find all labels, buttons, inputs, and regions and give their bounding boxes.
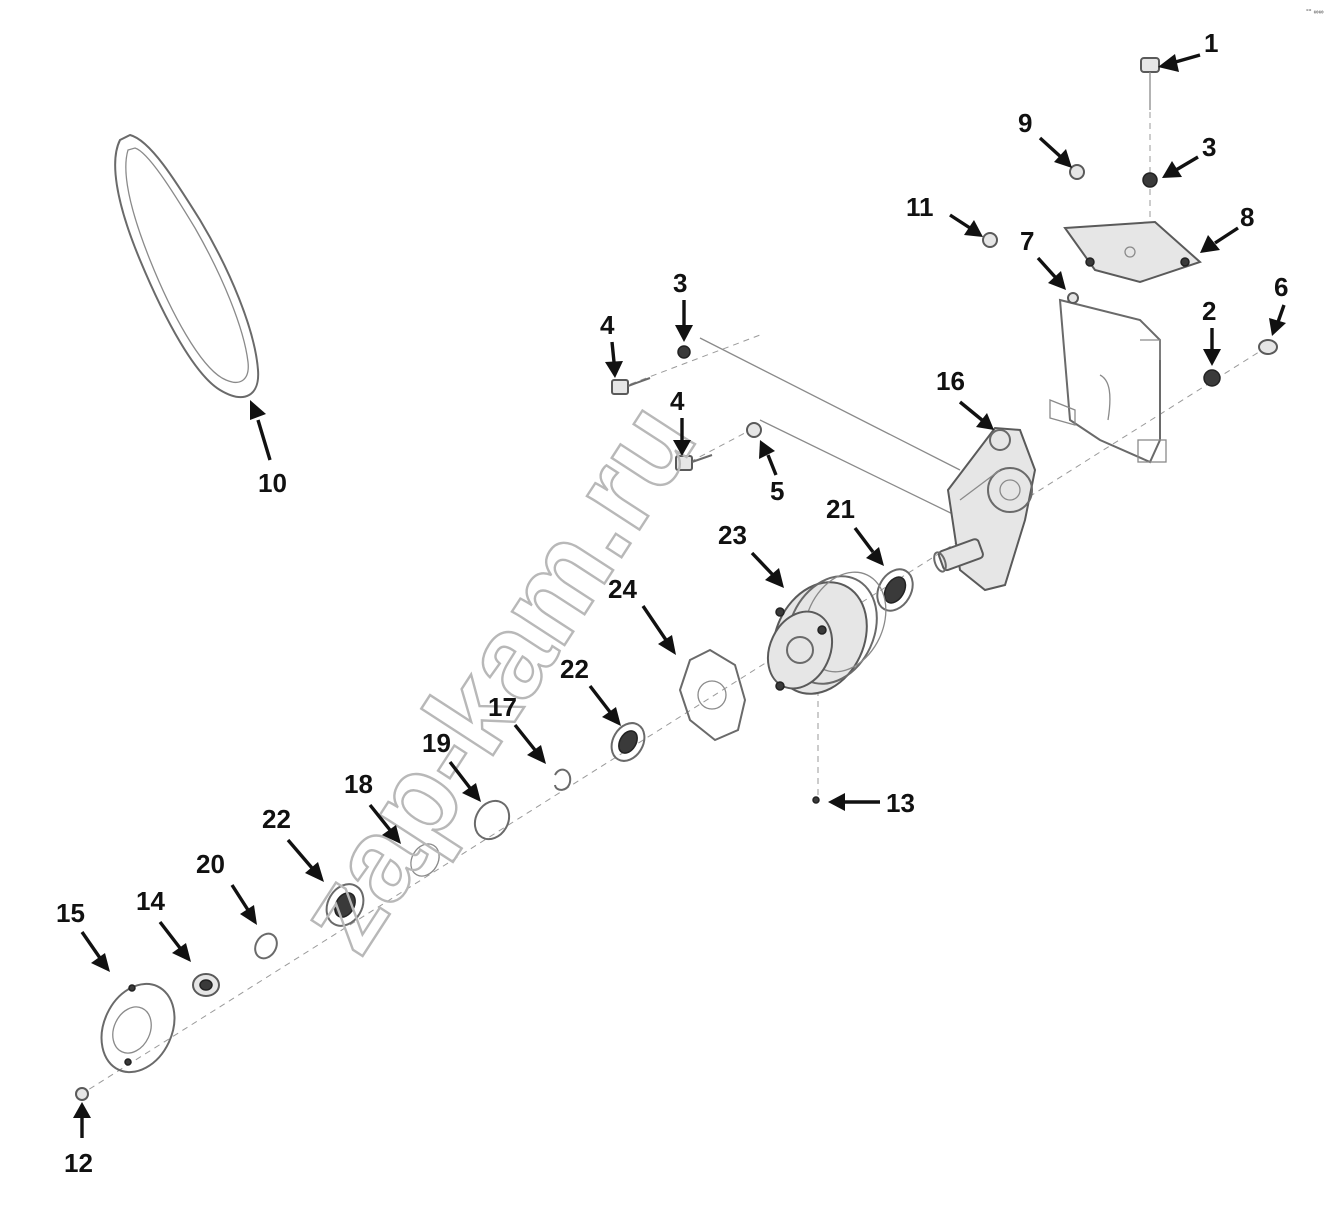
callout-label-21: 21 <box>826 494 855 524</box>
callout-label-13: 13 <box>886 788 915 818</box>
tensioner-spindle <box>933 538 984 573</box>
callout-label-17: 17 <box>488 692 517 722</box>
callout-label-7: 7 <box>1020 226 1034 256</box>
bolt-1 <box>1140 57 1160 110</box>
nut-3-lower <box>677 345 691 359</box>
callout-label-3-lower: 3 <box>673 268 687 298</box>
bearing-22-lower <box>325 883 365 927</box>
washer-5 <box>746 422 762 438</box>
bolt-12 <box>75 1087 89 1101</box>
callout-label-4-upper: 4 <box>600 310 615 340</box>
callout-label-18: 18 <box>344 769 373 799</box>
callout-label-22-upper: 22 <box>560 654 589 684</box>
bolt-4-lower <box>675 454 713 471</box>
nut-2 <box>1203 369 1221 387</box>
nut-14 <box>192 973 220 997</box>
bolt-7 <box>1067 292 1079 304</box>
bolt-axis-lower <box>689 424 761 463</box>
mounting-plate <box>1063 220 1202 284</box>
flange-24 <box>678 648 747 742</box>
callout-label-11: 11 <box>906 192 934 222</box>
drive-belt <box>114 133 260 399</box>
callout-label-12: 12 <box>64 1148 93 1178</box>
bolt-axis-upper <box>619 334 761 389</box>
callout-label-23: 23 <box>718 520 747 550</box>
callout-label-22-lower: 22 <box>262 804 291 834</box>
callout-label-2: 2 <box>1202 296 1216 326</box>
pin-13 <box>812 796 820 804</box>
bearing-22-upper <box>610 722 646 762</box>
nut-3-upper <box>1142 172 1158 188</box>
washer-20 <box>254 932 278 960</box>
idler-bracket <box>1049 298 1167 464</box>
callout-label-5: 5 <box>770 476 784 506</box>
callout-label-16: 16 <box>936 366 965 396</box>
callout-label-19: 19 <box>422 728 451 758</box>
pulley-23 <box>766 571 887 695</box>
callout-label-8: 8 <box>1240 202 1254 232</box>
callout-label-15: 15 <box>56 898 85 928</box>
callout-label-3-upper: 3 <box>1202 132 1216 162</box>
seal-21 <box>876 568 914 612</box>
disc-15 <box>100 982 176 1074</box>
link-rod-upper <box>699 337 961 471</box>
nut-11 <box>982 232 998 248</box>
assembly-axis <box>79 344 1271 1096</box>
link-rod-lower <box>759 419 966 521</box>
callout-label-24: 24 <box>608 574 637 604</box>
nut-9 <box>1069 164 1085 180</box>
callout-label-4-lower: 4 <box>670 386 685 416</box>
callout-label-10: 10 <box>258 468 287 498</box>
clip-17 <box>554 768 572 791</box>
callout-label-14: 14 <box>136 886 165 916</box>
cap-6 <box>1258 339 1278 355</box>
spacer-18 <box>410 843 440 877</box>
callout-label-20: 20 <box>196 849 225 879</box>
corner-mark: °° ∞∞ <box>1306 8 1324 16</box>
callout-label-1: 1 <box>1204 28 1218 58</box>
callout-arrows <box>73 53 1286 1138</box>
bolt-4-upper <box>611 377 651 395</box>
circlip-19 <box>473 799 511 841</box>
callout-labels: 1 2 3 3 4 4 5 6 7 8 9 10 11 12 13 14 15 … <box>56 28 1288 1178</box>
callout-label-6: 6 <box>1274 272 1288 302</box>
callout-label-9: 9 <box>1018 108 1032 138</box>
watermark-text: zap-kam.ru <box>271 380 721 974</box>
